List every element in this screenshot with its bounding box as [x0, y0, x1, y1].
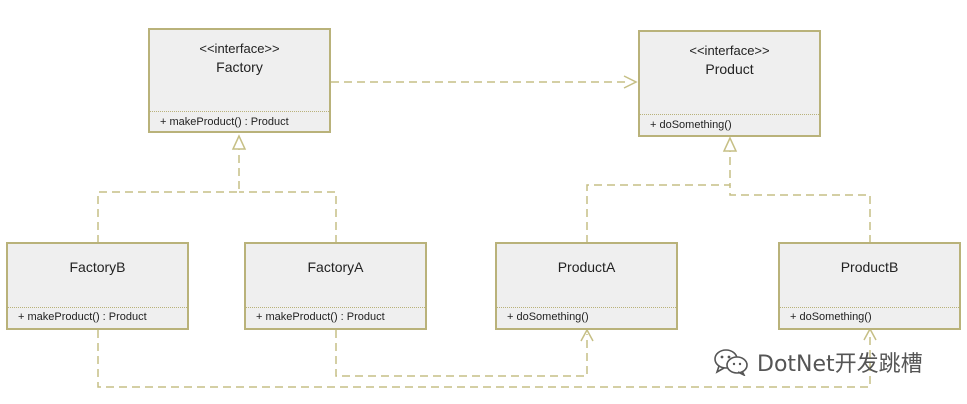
productb-method: + doSomething() — [790, 311, 872, 323]
producta-divider — [497, 307, 676, 308]
class-box-producta: ProductA + doSomething() — [495, 242, 678, 330]
factoryb-class-name: FactoryB — [69, 259, 126, 275]
factoryb-divider — [8, 307, 187, 308]
arrow-open-to-producta — [580, 328, 594, 342]
producta-class-name: ProductA — [557, 259, 616, 275]
factorya-class-name: FactoryA — [307, 259, 364, 275]
producta-method: + doSomething() — [507, 311, 589, 323]
factory-divider — [150, 111, 329, 112]
product-stereotype: <<interface>> — [689, 43, 770, 58]
dependency-factoryb-productb — [97, 330, 871, 388]
class-box-factorya: FactoryA + makeProduct() : Product — [244, 242, 427, 330]
watermark-text: DotNet开发跳槽 — [757, 352, 923, 377]
factorya-divider — [246, 307, 425, 308]
productb-divider — [780, 307, 959, 308]
class-box-factoryb: FactoryB + makeProduct() : Product — [6, 242, 189, 330]
class-box-product: <<interface>> Product + doSomething() — [638, 30, 821, 137]
class-box-factory: <<interface>> Factory + makeProduct() : … — [148, 28, 331, 133]
dependency-factorya-producta — [335, 330, 588, 377]
arrow-hollow-triangle-product — [722, 136, 738, 152]
factory-class-name: Factory — [216, 59, 263, 75]
factorya-method: + makeProduct() : Product — [256, 311, 385, 323]
factory-stereotype: <<interface>> — [199, 41, 280, 56]
product-class-name: Product — [705, 61, 754, 77]
watermark: DotNet开发跳槽 — [713, 347, 943, 377]
realization-productb-product — [729, 185, 871, 243]
productb-class-name: ProductB — [840, 259, 899, 275]
arrow-open-factory-product — [623, 75, 638, 89]
realization-producta-product — [586, 149, 731, 243]
factoryb-method: + makeProduct() : Product — [18, 311, 147, 323]
arrow-hollow-triangle-factory — [231, 134, 247, 150]
realization-factoryb-factory — [97, 148, 240, 243]
product-divider — [640, 114, 819, 115]
factory-method: + makeProduct() : Product — [160, 116, 289, 128]
product-method: + doSomething() — [650, 119, 732, 131]
wechat-icon — [714, 349, 748, 376]
realization-factorya-factory — [239, 191, 337, 243]
class-box-productb: ProductB + doSomething() — [778, 242, 961, 330]
